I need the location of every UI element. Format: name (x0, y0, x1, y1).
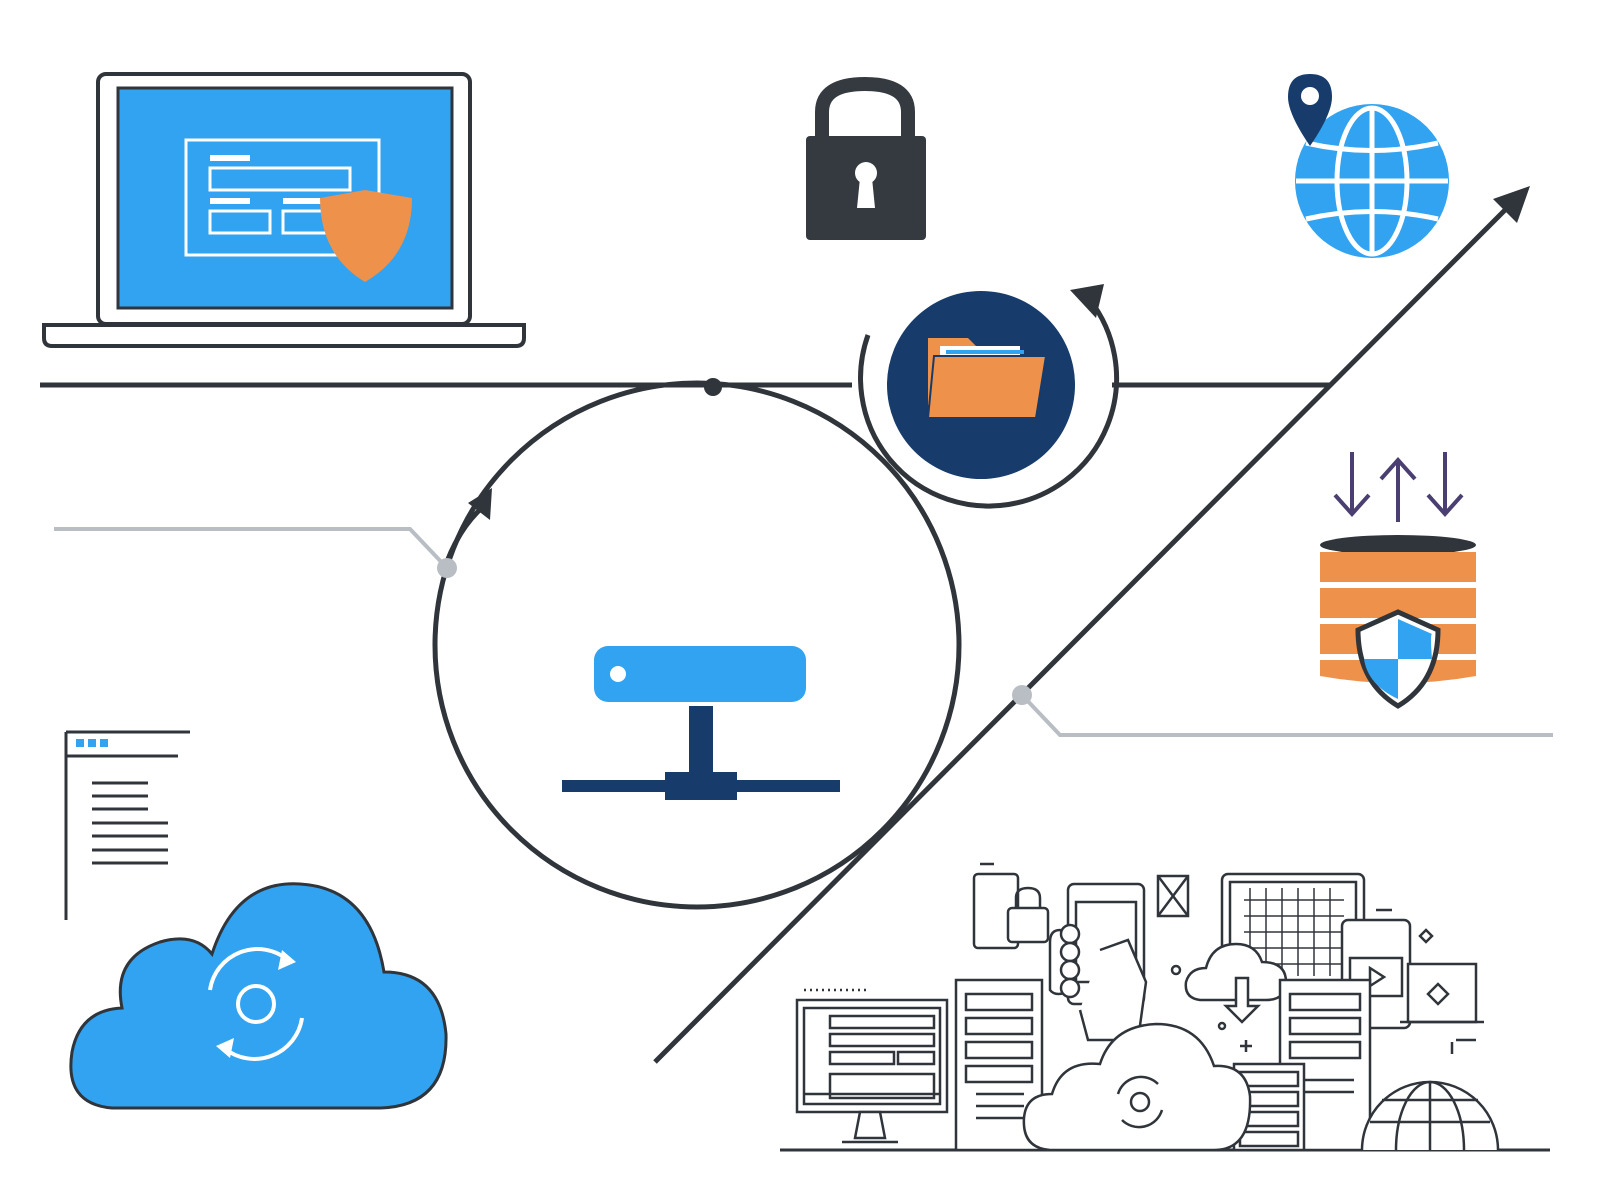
connector-lines (40, 186, 1553, 1064)
globe-with-location-pin-icon (1288, 74, 1449, 258)
gray-lead-line-left (54, 527, 449, 570)
ring-arrowhead (468, 488, 492, 520)
document-window-icon (64, 730, 190, 920)
gray-node-right (1012, 685, 1032, 705)
network-server-icon (562, 646, 840, 800)
diagonal-arrowhead (1493, 186, 1530, 223)
folder-sync-icon (858, 284, 1120, 509)
padlock-icon (806, 76, 926, 240)
database-shield-icon (1320, 452, 1476, 709)
server-ring (432, 380, 962, 910)
diagonal-arrow-line (653, 203, 1512, 1064)
datacenter-line-art-icon (780, 862, 1550, 1152)
cloud-sync-icon (69, 882, 448, 1110)
laptop-with-shield-icon (42, 72, 526, 348)
gray-node-left (437, 558, 457, 578)
gray-lead-line-right (1020, 693, 1553, 737)
